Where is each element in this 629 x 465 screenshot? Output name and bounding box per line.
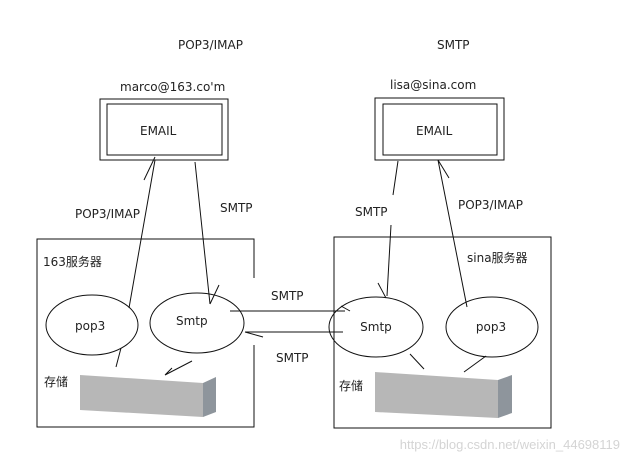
- left-smtp-node: [149, 292, 245, 354]
- right-server-box: sina服务器 Smtp pop3 存储: [328, 236, 552, 429]
- left-up-label: POP3/IMAP: [75, 207, 140, 221]
- server-to-server-links: [230, 305, 351, 338]
- between-bottom-label: SMTP: [276, 351, 309, 365]
- right-client-address: lisa@sina.com: [390, 78, 476, 92]
- right-server-title: sina服务器: [467, 250, 528, 265]
- left-email-box: EMAIL: [99, 98, 229, 161]
- top-label-pop3-imap: POP3/IMAP: [178, 38, 243, 52]
- right-storage-block: [375, 372, 512, 418]
- right-email-label: EMAIL: [416, 124, 453, 138]
- right-pop3-node: [445, 296, 539, 358]
- left-pop3-label: pop3: [75, 319, 105, 333]
- left-email-label: EMAIL: [140, 124, 177, 138]
- right-up-label: POP3/IMAP: [458, 198, 523, 212]
- left-storage-label: 存储: [44, 374, 68, 389]
- between-top-label: SMTP: [271, 289, 304, 303]
- right-smtp-label: Smtp: [360, 320, 392, 334]
- left-down-label: SMTP: [220, 201, 253, 215]
- right-email-box: EMAIL: [374, 97, 505, 161]
- right-connectors: [377, 159, 487, 373]
- left-client-address: marco@163.co'm: [120, 80, 225, 94]
- right-smtp-node: [328, 296, 424, 358]
- right-down-label: SMTP: [355, 205, 388, 219]
- left-connectors: [115, 156, 220, 376]
- left-pop3-node: [45, 294, 139, 356]
- right-pop3-label: pop3: [476, 320, 506, 334]
- left-storage-block: [80, 375, 216, 417]
- top-label-smtp: SMTP: [437, 38, 470, 52]
- left-server-title: 163服务器: [43, 254, 102, 269]
- right-storage-label: 存储: [339, 378, 363, 393]
- watermark: https://blog.csdn.net/weixin_44698119: [400, 437, 620, 452]
- left-smtp-label: Smtp: [176, 314, 208, 328]
- left-server-box: 163服务器 pop3 Smtp 存储: [36, 238, 255, 428]
